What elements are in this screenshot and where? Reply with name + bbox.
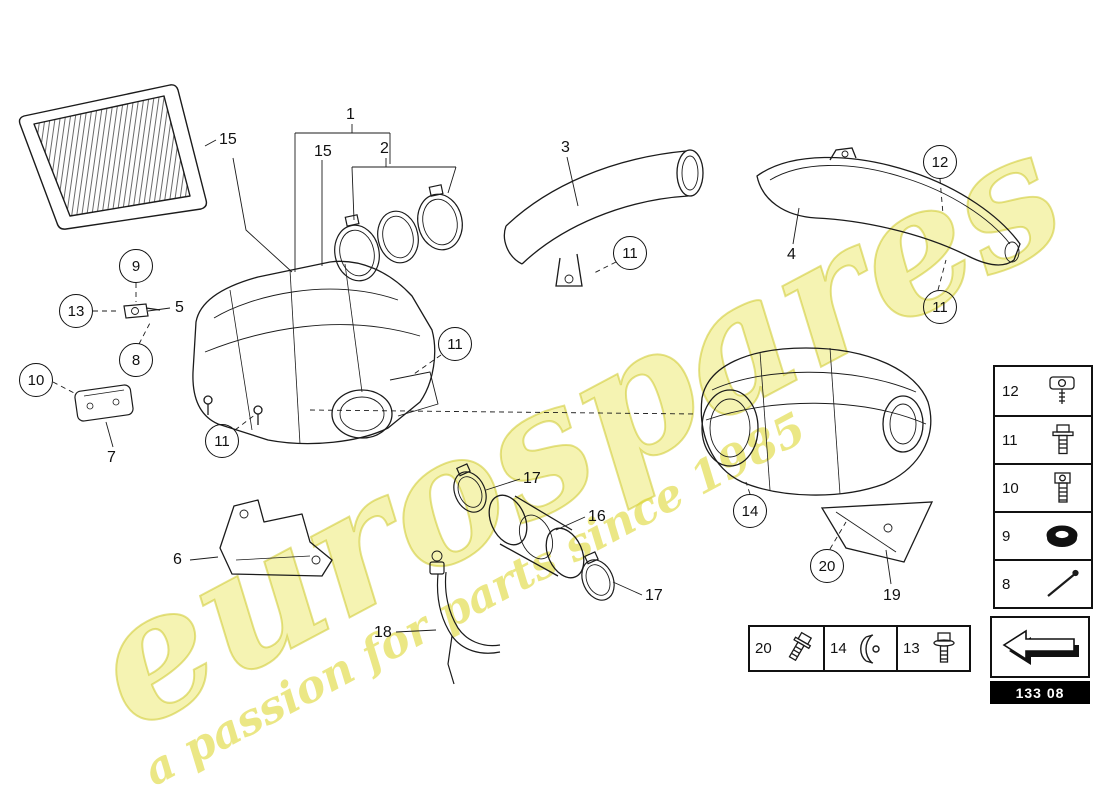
clamp-upper	[453, 463, 487, 513]
callout-label: 11	[214, 432, 230, 450]
air-filter-element	[18, 84, 208, 230]
callout-label: 14	[741, 502, 759, 520]
legend-item-20[interactable]: 20	[750, 627, 823, 670]
legend-label: 20	[755, 640, 772, 657]
fastener-legend-bottom: 20 14 13	[748, 625, 971, 672]
callout-9[interactable]: 9	[119, 249, 153, 283]
legend-item-11[interactable]: 11	[995, 415, 1091, 463]
callout-17-upper[interactable]: 17	[523, 470, 541, 487]
bolt-icon	[788, 631, 813, 661]
air-mass-meter	[488, 494, 585, 579]
callout-7[interactable]: 7	[107, 449, 116, 466]
mounting-bracket	[219, 499, 333, 577]
legend-label: 10	[1002, 479, 1019, 497]
callout-13[interactable]: 13	[59, 294, 93, 328]
clamp-nut-icon	[1049, 376, 1075, 404]
lower-cover	[820, 501, 934, 563]
part-group-code-badge: 133 08	[990, 681, 1090, 704]
callout-label: 12	[931, 153, 949, 171]
legend-item-8[interactable]: 8	[995, 559, 1091, 607]
callout-8[interactable]: 8	[119, 343, 153, 377]
legend-item-14[interactable]: 14	[823, 627, 896, 670]
callout-label: 8	[131, 351, 141, 369]
legend-label: 14	[830, 640, 847, 657]
callout-label: 11	[932, 298, 948, 316]
callout-11-c[interactable]: 11	[613, 236, 647, 270]
callout-4[interactable]: 4	[787, 246, 796, 263]
callout-18[interactable]: 18	[374, 624, 392, 641]
callout-leaders	[52, 178, 947, 550]
socket-screw-icon	[1054, 472, 1071, 503]
callout-15-housing[interactable]: 15	[314, 143, 332, 160]
callout-label: 10	[27, 371, 45, 389]
clip-icon	[860, 633, 880, 664]
callout-19[interactable]: 19	[883, 587, 901, 604]
callout-12[interactable]: 12	[923, 145, 957, 179]
callout-2[interactable]: 2	[380, 140, 389, 157]
legend-label: 11	[1002, 431, 1018, 449]
callout-label: 11	[447, 335, 463, 353]
legend-label: 8	[1002, 575, 1011, 593]
callout-label: 9	[131, 257, 141, 275]
callout-14[interactable]: 14	[733, 494, 767, 528]
fastener-legend-side: 12 11 10 9	[993, 365, 1093, 609]
seal-ring-icon	[1046, 525, 1078, 547]
legend-item-13[interactable]: 13	[896, 627, 969, 670]
callout-15-filter[interactable]: 15	[219, 131, 237, 148]
flange-bolt-icon	[1052, 424, 1074, 455]
callout-5[interactable]: 5	[175, 299, 184, 316]
callout-10[interactable]: 10	[19, 363, 53, 397]
legend-label: 12	[1002, 382, 1019, 400]
callout-1[interactable]: 1	[346, 106, 355, 123]
callout-3[interactable]: 3	[561, 139, 570, 156]
callout-17-lower[interactable]: 17	[645, 587, 663, 604]
callout-20[interactable]: 20	[810, 549, 844, 583]
hose-clamps	[334, 184, 463, 282]
legend-label: 13	[903, 640, 920, 657]
intake-tube	[503, 149, 704, 287]
direction-arrow-box	[990, 616, 1090, 678]
sensor	[74, 384, 134, 422]
air-cleaner-assembly-right	[700, 347, 932, 496]
callout-11-d[interactable]: 11	[923, 290, 957, 324]
pin-icon	[1047, 569, 1079, 597]
retainer-clip	[123, 303, 161, 319]
intake-duct	[756, 147, 1021, 266]
leader-lines	[105, 124, 892, 633]
callout-6[interactable]: 6	[173, 551, 182, 568]
direction-arrow-icon	[1002, 629, 1079, 665]
legend-label: 9	[1002, 527, 1011, 545]
callout-16[interactable]: 16	[588, 508, 606, 525]
callout-label: 20	[818, 557, 836, 575]
air-cleaner-housing	[192, 260, 439, 445]
legend-item-9[interactable]: 9	[995, 511, 1091, 559]
breather-pipe	[429, 550, 501, 685]
clamp-lower	[581, 551, 615, 601]
callout-11-a[interactable]: 11	[205, 424, 239, 458]
callout-11-b[interactable]: 11	[438, 327, 472, 361]
part-group-code: 133 08	[1015, 684, 1065, 701]
legend-item-10[interactable]: 10	[995, 463, 1091, 511]
callout-label: 11	[622, 244, 638, 262]
callout-label: 13	[67, 302, 85, 320]
screw-icon	[933, 631, 955, 663]
legend-item-12[interactable]: 12	[995, 367, 1091, 415]
